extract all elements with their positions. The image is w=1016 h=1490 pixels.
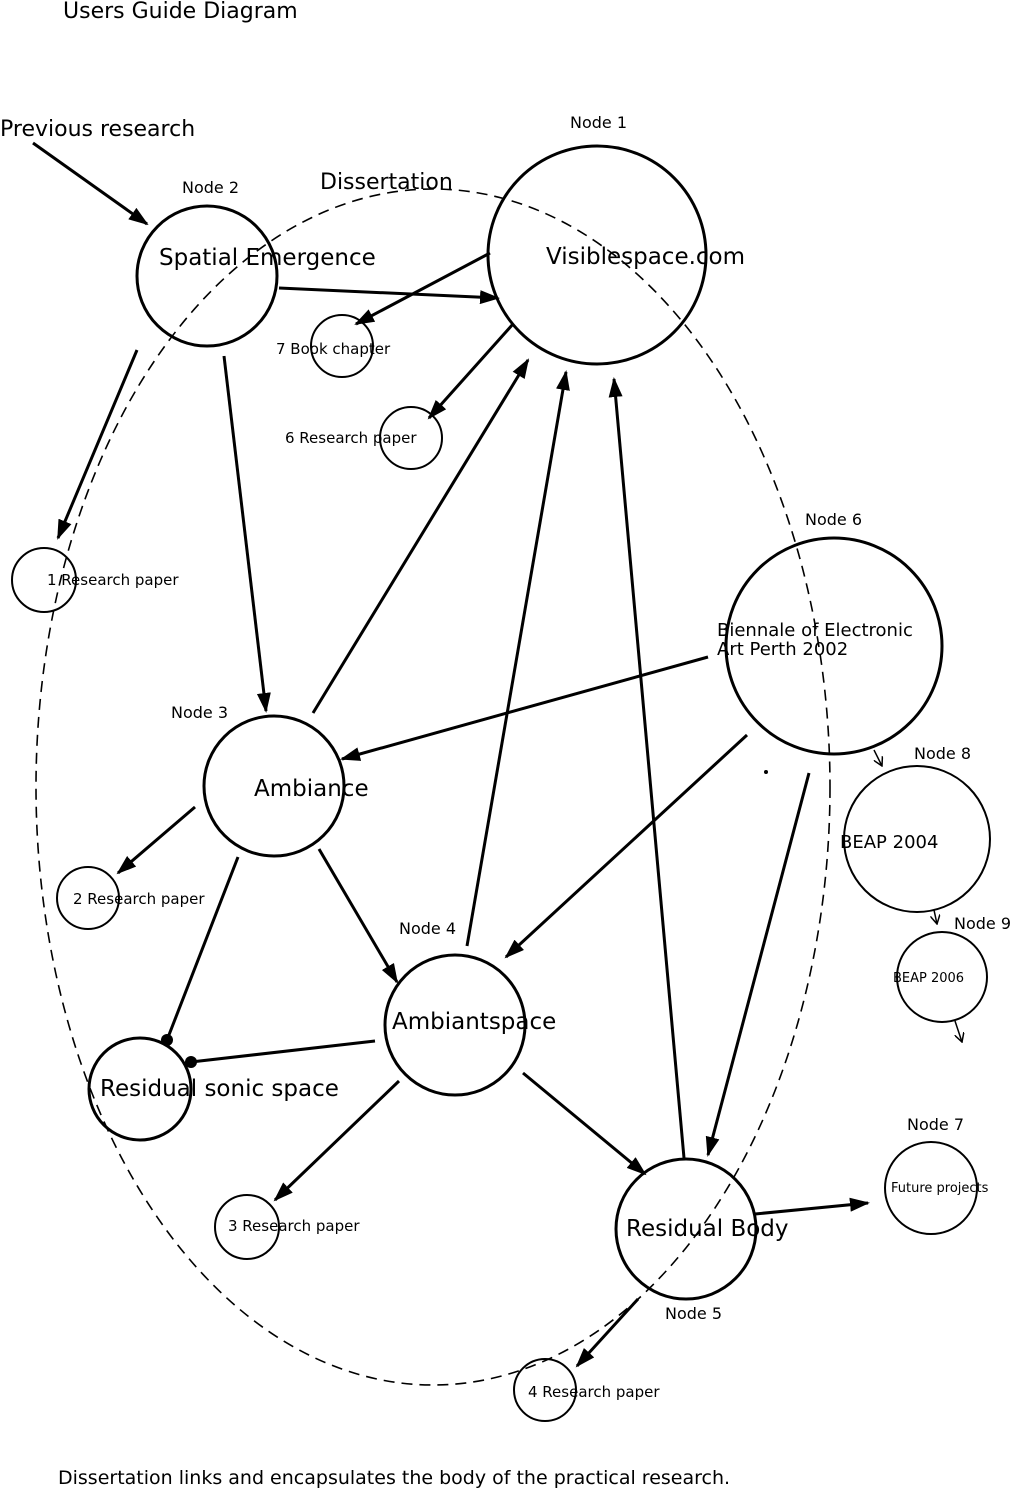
edge-n3-n1 <box>311 358 530 714</box>
previous-research-label: Previous research <box>0 117 195 142</box>
residual-sonic-space-label: Residual sonic space <box>100 1076 339 1102</box>
dissertation-boundary <box>35 188 831 1386</box>
node-6-label-line2: Art Perth 2002 <box>717 639 848 660</box>
paper-6-label: 6 Research paper <box>285 429 417 447</box>
node-6-id: Node 6 <box>805 510 862 529</box>
node-7-circle <box>884 1141 978 1235</box>
node-5-label: Residual Body <box>626 1216 789 1242</box>
edge-n6-n4 <box>504 733 749 959</box>
edge-n9-next <box>954 1020 962 1042</box>
edge-n6-n8 <box>873 749 882 766</box>
edge-n4-residual-sonic <box>190 1039 376 1064</box>
edge-n6-n5 <box>705 772 811 1157</box>
edge-n5-p4 <box>575 1297 640 1368</box>
edge-n1-p7 <box>354 251 491 326</box>
paper-7-circle <box>310 314 374 378</box>
node-2-circle <box>135 204 279 348</box>
node-4-id: Node 4 <box>399 919 456 938</box>
paper-1-circle <box>11 547 77 613</box>
node-2-id: Node 2 <box>182 178 239 197</box>
edge-n3-n4 <box>317 848 399 984</box>
edge-n2-n1 <box>278 286 500 305</box>
node-3-circle <box>202 714 346 858</box>
edge-n5-n1 <box>608 377 686 1159</box>
stray-dot <box>764 770 768 774</box>
footer-note: Dissertation links and encapsulates the … <box>58 1467 730 1489</box>
paper-4-circle <box>513 1358 577 1422</box>
paper-4-label: 4 Research paper <box>528 1383 660 1401</box>
paper-2-circle <box>56 866 120 930</box>
edge-n4-n1 <box>465 370 570 947</box>
node-4-circle <box>383 953 527 1097</box>
node-9-circle <box>896 931 988 1023</box>
paper-3-circle <box>214 1194 280 1260</box>
node-8-id: Node 8 <box>914 744 971 763</box>
node-8-circle <box>843 765 991 913</box>
node-3-label: Ambiance <box>254 776 369 802</box>
node-9-id: Node 9 <box>954 914 1011 933</box>
paper-3-label: 3 Research paper <box>228 1217 360 1235</box>
node-7-id: Node 7 <box>907 1115 964 1134</box>
node-6-circle <box>724 536 944 756</box>
paper-6-circle <box>379 406 443 470</box>
edge-n4-p3 <box>273 1079 401 1202</box>
diagram-title: Users Guide Diagram <box>63 0 298 24</box>
previous-research-arrow <box>32 141 149 226</box>
connector-dot <box>161 1034 173 1046</box>
residual-sonic-space-circle <box>87 1036 193 1142</box>
node-6-label-line1: Biennale of Electronic <box>717 620 913 641</box>
edge-n6-n3 <box>340 655 709 761</box>
node-1-id: Node 1 <box>570 113 627 132</box>
edge-n2-p1 <box>56 349 139 540</box>
node-5-circle <box>614 1157 758 1301</box>
paper-7-label: 7 Book chapter <box>276 340 391 358</box>
node-8-label: BEAP 2004 <box>840 832 938 853</box>
node-3-id: Node 3 <box>171 703 228 722</box>
node-1-label: Visiblespace.com <box>546 244 745 270</box>
edge-n5-n7 <box>754 1197 870 1216</box>
connector-dot <box>185 1056 197 1068</box>
paper-1-label: 1 Research paper <box>47 571 179 589</box>
node-2-label: Spatial Emergence <box>159 245 376 271</box>
edge-n1-p6 <box>427 323 515 420</box>
edge-n3-p2 <box>116 805 196 875</box>
node-4-label: Ambiantspace <box>392 1009 556 1035</box>
dissertation-label: Dissertation <box>320 170 453 195</box>
paper-2-label: 2 Research paper <box>73 890 205 908</box>
edge-n2-n3 <box>222 355 271 713</box>
node-7-label: Future projects <box>891 1181 989 1196</box>
edge-n4-n5 <box>522 1071 647 1176</box>
node-5-id: Node 5 <box>665 1304 722 1323</box>
edge-n3-residual-sonic <box>165 856 240 1041</box>
edge-n8-n9 <box>934 909 937 924</box>
node-9-label: BEAP 2006 <box>893 971 964 986</box>
